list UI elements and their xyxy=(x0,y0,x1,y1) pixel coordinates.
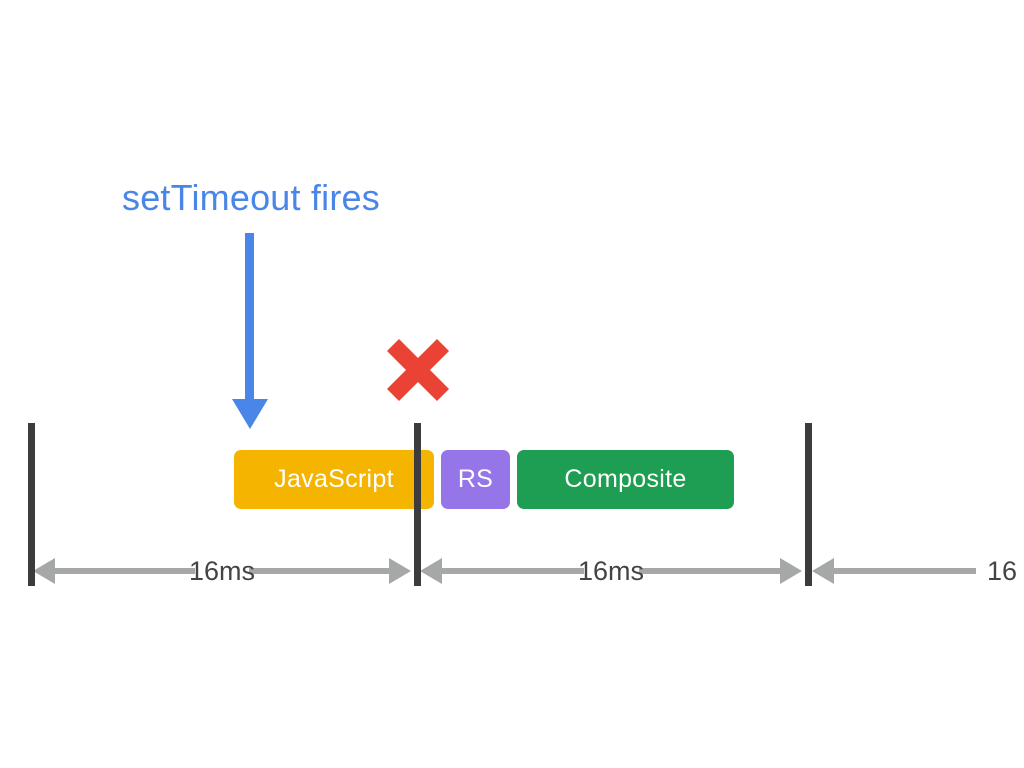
measure-line-right xyxy=(639,568,780,574)
arrowhead-left-icon xyxy=(33,558,55,584)
frame-duration-measure-1: 16ms xyxy=(33,556,411,586)
arrowhead-left-icon xyxy=(812,558,834,584)
task-bar-rs[interactable]: RS xyxy=(441,450,510,509)
frame-duration-measure-2: 16ms xyxy=(420,556,802,586)
measure-line-left xyxy=(442,568,584,574)
measure-label-1: 16ms xyxy=(188,556,256,586)
arrowhead-right-icon xyxy=(780,558,802,584)
measure-label-2: 16ms xyxy=(577,556,645,586)
frame-boundary-tick-1 xyxy=(28,423,35,586)
arrowhead-right-icon xyxy=(389,558,411,584)
measure-label-3: 16 xyxy=(987,556,1018,586)
task-bar-composite[interactable]: Composite xyxy=(517,450,734,509)
x-mark-icon xyxy=(384,337,452,403)
task-bar-javascript[interactable]: JavaScript xyxy=(234,450,434,509)
frame-duration-measure-3: 16 xyxy=(812,556,1024,586)
measure-line-left xyxy=(834,568,976,574)
frame-boundary-tick-2 xyxy=(414,423,421,586)
arrowhead-left-icon xyxy=(420,558,442,584)
measure-line-right xyxy=(249,568,389,574)
frame-boundary-tick-3 xyxy=(805,423,812,586)
measure-line-left xyxy=(55,568,195,574)
down-arrow-icon xyxy=(228,233,272,429)
settimeout-annotation-label: setTimeout fires xyxy=(122,177,380,218)
